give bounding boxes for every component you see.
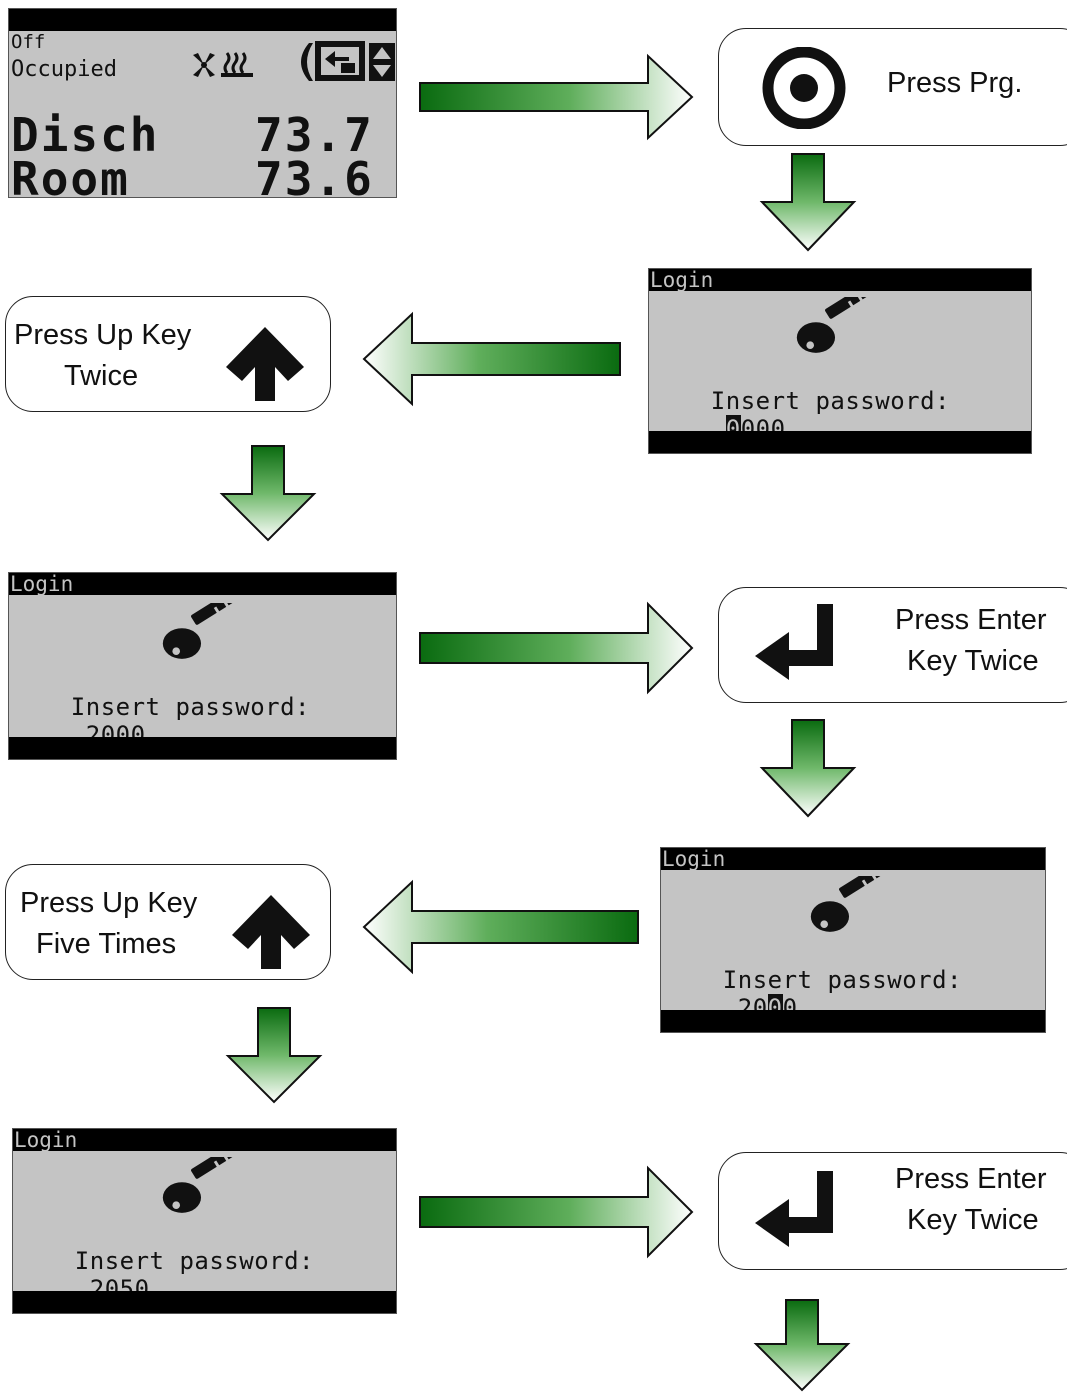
step-enter-final-line1: Press Enter — [895, 1163, 1047, 1195]
step-press-up-twice: Press Up Key Twice — [5, 296, 331, 412]
flow-arrow-left — [362, 879, 639, 975]
key-icon — [793, 297, 879, 359]
step-up-five-line2: Five Times — [36, 928, 177, 960]
step-press-enter-twice-final: Press Enter Key Twice — [718, 1152, 1067, 1270]
login-screen-4: Login Insert password: 2050 — [12, 1128, 397, 1314]
step-press-prg: Press Prg. — [718, 28, 1067, 146]
password-label: Insert password: — [722, 966, 962, 994]
flow-arrow-left — [362, 311, 621, 407]
step-up-twice-line1: Press Up Key — [14, 319, 192, 351]
key-icon — [159, 1157, 245, 1219]
flow-arrow-down — [225, 1007, 323, 1104]
step-up-twice-line2: Twice — [64, 360, 139, 392]
heat-icon — [221, 52, 253, 77]
password-line: Insert password: 2000 — [663, 938, 962, 1032]
password-label: Insert password: — [74, 1247, 314, 1275]
login-title-bar: Login — [13, 1129, 396, 1151]
step-press-enter-twice: Press Enter Key Twice — [718, 587, 1067, 703]
key-icon — [159, 603, 245, 665]
flow-arrow-right — [419, 53, 694, 141]
step-press-prg-text: Press Prg. — [887, 67, 1023, 99]
login-title-bar: Login — [9, 573, 396, 595]
home-disch-label: Disch — [11, 108, 160, 162]
step-press-up-five: Press Up Key Five Times — [5, 864, 331, 980]
flow-arrow-down — [759, 719, 857, 818]
lcd-bottom-bar — [13, 1291, 396, 1313]
enter-key-icon — [755, 604, 833, 680]
home-disch-value: 73.7 — [255, 108, 374, 162]
step-enter-line2: Key Twice — [907, 645, 1039, 677]
lcd-bottom-bar — [9, 737, 396, 759]
flow-arrow-right — [419, 1165, 694, 1259]
fan-icon — [193, 53, 215, 77]
flow-arrow-right — [419, 601, 694, 695]
flow-arrow-down — [219, 445, 317, 542]
login-screen-2: Login Insert password: 2000 — [8, 572, 397, 760]
up-arrow-icon — [226, 327, 304, 401]
step-up-five-line1: Press Up Key — [20, 887, 198, 919]
lcd-bottom-bar — [649, 431, 1031, 453]
home-date: 05/06/15 — [11, 30, 113, 54]
login-screen-1: Login Insert password: 0000 — [648, 268, 1032, 454]
up-arrow-icon — [232, 895, 310, 969]
password-label: Insert password: — [70, 693, 310, 721]
home-screen: 05/06/15 Wed 08:37 Off Occupied Disch 73… — [8, 8, 397, 198]
home-status-off: Off — [11, 31, 46, 53]
prg-button-icon — [762, 47, 846, 129]
key-icon — [807, 876, 893, 938]
home-room-value: 73.6 — [255, 152, 374, 198]
home-status-bar: 05/06/15 Wed 08:37 — [9, 9, 396, 97]
home-room-label: Room — [11, 152, 130, 198]
lcd-bottom-bar — [661, 1010, 1045, 1032]
enter-key-icon — [755, 1171, 833, 1247]
flow-arrow-down — [759, 153, 857, 252]
home-status-occupied: Occupied — [11, 57, 117, 82]
login-title-bar: Login — [649, 269, 1031, 291]
flow-arrow-down — [753, 1299, 851, 1392]
step-enter-line1: Press Enter — [895, 604, 1047, 636]
login-screen-3: Login Insert password: 2000 — [660, 847, 1046, 1033]
navigation-icon — [301, 41, 395, 81]
step-enter-final-line2: Key Twice — [907, 1204, 1039, 1236]
login-title-bar: Login — [661, 848, 1045, 870]
password-label: Insert password: — [710, 387, 950, 415]
